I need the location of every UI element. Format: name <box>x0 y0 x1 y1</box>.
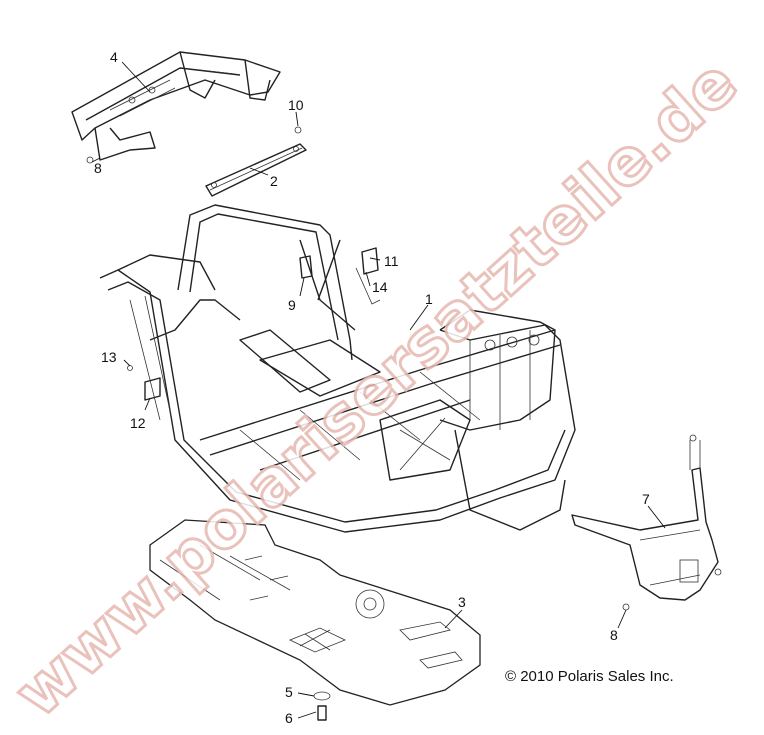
callout-labels: 4 10 2 8 11 9 14 1 13 12 7 3 8 5 6 <box>94 49 650 726</box>
callout-3: 3 <box>458 594 466 610</box>
callout-8-bottom: 8 <box>610 627 618 643</box>
callout-14: 14 <box>372 279 388 295</box>
callout-2: 2 <box>270 173 278 189</box>
callout-10: 10 <box>288 97 304 113</box>
callout-1: 1 <box>425 291 433 307</box>
callout-13: 13 <box>101 349 117 365</box>
callout-9: 9 <box>288 297 296 313</box>
callout-7: 7 <box>642 491 650 507</box>
part-1-main-frame <box>99 204 576 533</box>
hardware-parts <box>86 126 630 721</box>
callout-6: 6 <box>285 710 293 726</box>
part-2-cross-bar <box>205 143 307 197</box>
callout-12: 12 <box>130 415 146 431</box>
part-3-skid-plate <box>149 519 481 706</box>
callout-4: 4 <box>110 49 118 65</box>
callout-8-top: 8 <box>94 160 102 176</box>
callout-5: 5 <box>285 684 293 700</box>
callout-11: 11 <box>384 253 399 269</box>
part-7-front-bumper <box>571 434 722 601</box>
copyright-notice: © 2010 Polaris Sales Inc. <box>505 668 674 685</box>
part-4-cargo-frame <box>71 51 281 161</box>
leader-lines <box>91 61 666 719</box>
